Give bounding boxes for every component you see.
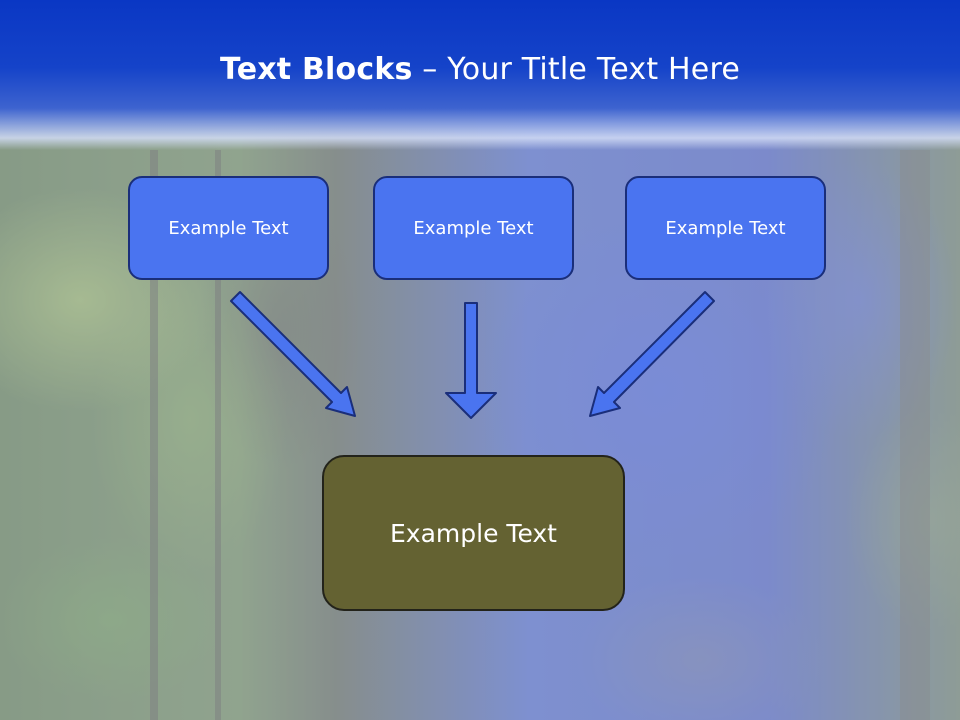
tree-trunk [215,150,221,720]
text-block-left[interactable]: Example Text [128,176,329,280]
title-rest: Your Title Text Here [447,52,740,87]
tree-trunk [150,150,158,720]
arrow-down-icon[interactable] [445,302,497,419]
arrow-down-right-icon[interactable] [230,291,356,417]
text-block-label: Example Text [168,217,289,239]
text-block-right[interactable]: Example Text [625,176,826,280]
arrow-down-left-icon[interactable] [589,291,715,417]
tree-trunk [900,150,930,720]
title-bold-part: Text Blocks [220,52,413,87]
text-block-main-label: Example Text [390,518,557,548]
title-band [0,0,960,150]
text-block-label: Example Text [413,217,534,239]
text-block-label: Example Text [665,217,786,239]
text-block-main[interactable]: Example Text [322,455,625,611]
slide-title[interactable]: Text Blocks – Your Title Text Here [0,52,960,87]
title-dash: – [412,52,448,87]
text-block-center[interactable]: Example Text [373,176,574,280]
